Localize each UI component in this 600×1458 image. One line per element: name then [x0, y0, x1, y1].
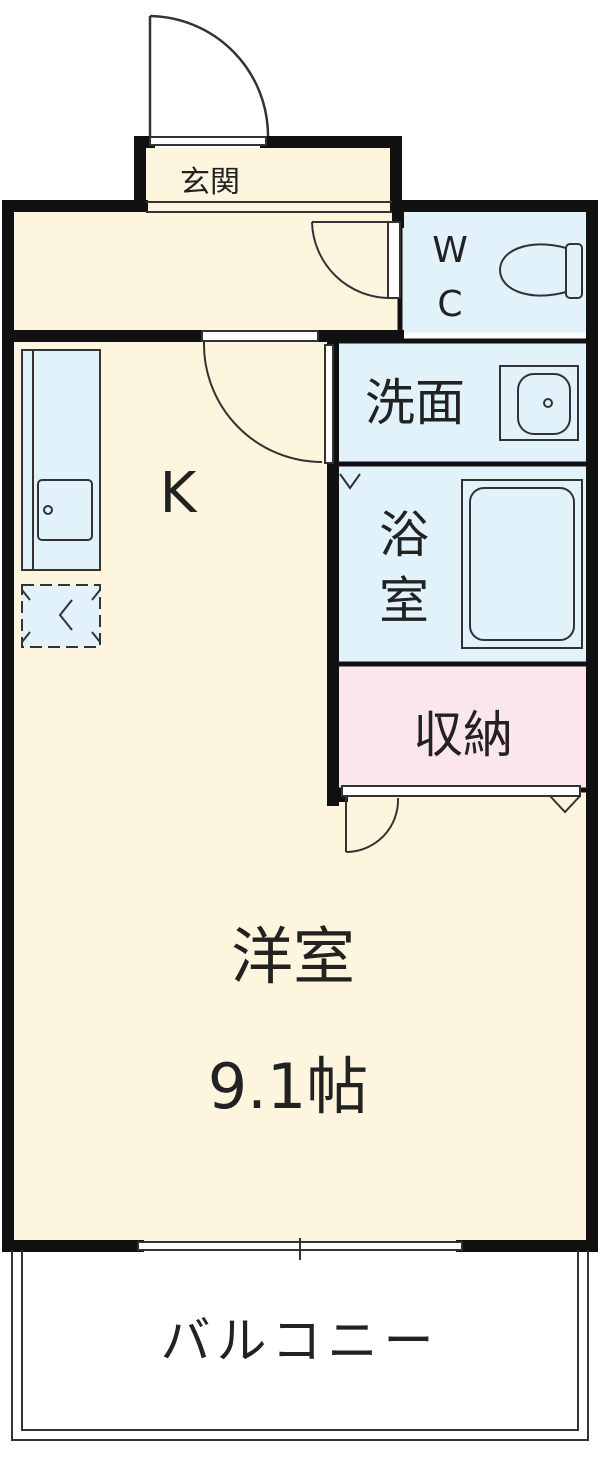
storage-label: 収納 [413, 706, 513, 764]
kitchen-label: K [160, 461, 198, 526]
bath-label-top: 浴 [379, 506, 429, 564]
door-frames [149, 136, 581, 797]
bathtub-icon [461, 479, 583, 649]
kitchen-door [202, 340, 323, 463]
wc-label-bottom: C [437, 284, 462, 325]
sink-icon [37, 479, 93, 541]
entrance-label: 玄関 [180, 165, 240, 200]
toilet-icon [498, 243, 583, 299]
western-room-label: 洋室 [231, 920, 355, 993]
balcony-label: バルコニー [161, 1312, 440, 1370]
washroom-label: 洗面 [365, 374, 465, 432]
balcony [11, 1238, 589, 1441]
entrance-step [146, 201, 392, 213]
sink-area-fill [22, 350, 100, 570]
main-room-floor [10, 790, 588, 1242]
bath-floor [333, 465, 588, 665]
storage-floor [333, 665, 588, 790]
bath-label-bottom: 室 [379, 572, 429, 630]
washroom-floor [333, 340, 588, 465]
room-labels: 玄関 W C 洗面 K 浴 室 収納 洋室 9.1帖 バルコニー [160, 165, 513, 1370]
room-fills [10, 148, 588, 1242]
washbasin-icon [499, 365, 579, 441]
kitchen-counter [21, 349, 101, 571]
entrance-floor [142, 148, 390, 208]
bath-folding-door [339, 473, 361, 490]
fridge-space [21, 584, 101, 648]
wc-floor [400, 208, 588, 333]
wc-label-top: W [432, 230, 468, 271]
storage-door [345, 795, 581, 853]
western-room-size: 9.1帖 [208, 1050, 369, 1123]
hallway-floor [10, 208, 400, 333]
wc-door [311, 221, 391, 299]
entrance-door [148, 14, 270, 137]
